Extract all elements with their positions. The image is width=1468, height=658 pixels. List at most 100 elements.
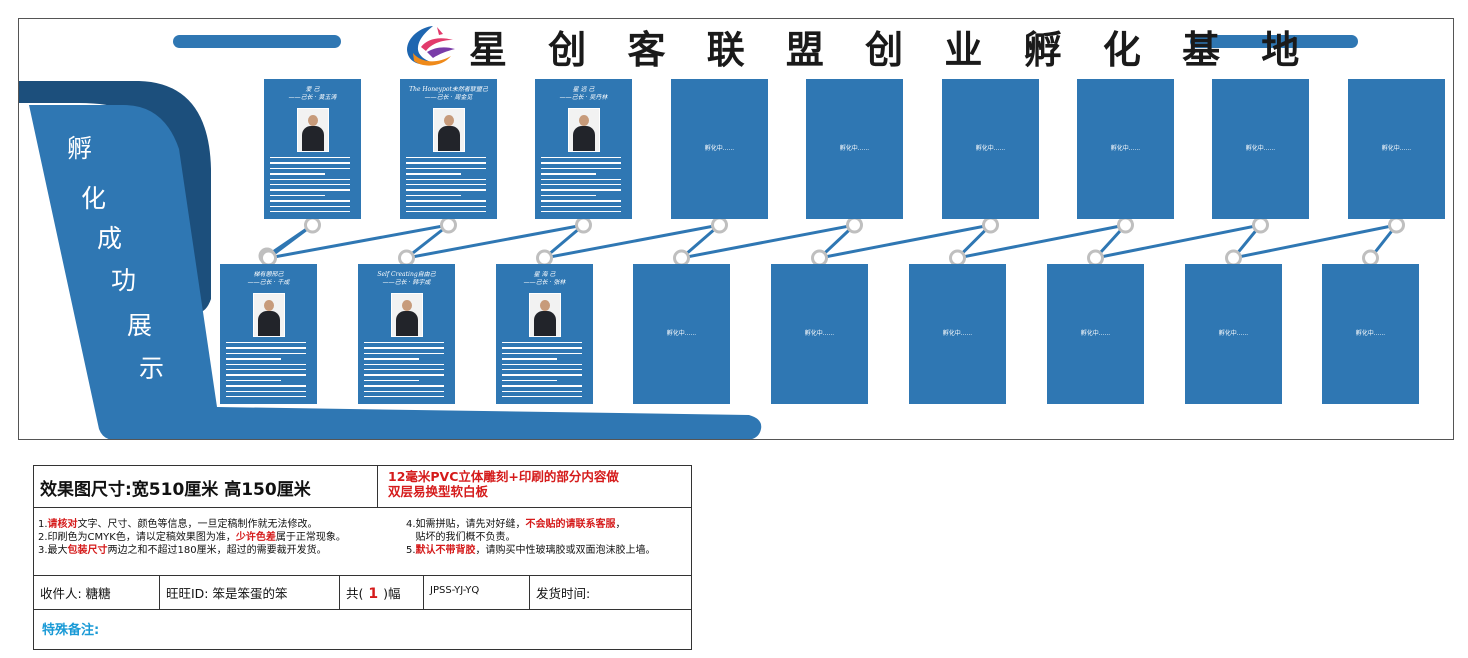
text-line [226,342,306,344]
note-1: 1.请核对文字、尺寸、颜色等信息，一旦定稿制作就无法修改。 [38,518,404,531]
text-line [541,194,596,197]
recipient: 收件人: 糖糖 [34,576,160,609]
display-panel-11: 星 海 己 ——己长 · 张林 [496,264,593,404]
text-line [270,194,325,197]
incubating-label: 孵化中...... [1110,145,1141,152]
timeline-node-13 [1117,216,1134,234]
text-line [226,368,306,371]
portrait-body [257,311,280,336]
text-line [270,200,350,202]
display-panel-15: 孵化中...... [1047,264,1144,404]
text-line [226,374,306,376]
text-line [406,183,486,186]
text-line [364,390,444,392]
note-1-pre: 1. [38,519,48,530]
portrait-photo [296,108,329,152]
text-line [364,385,444,387]
title-bar-left [173,35,341,48]
product-code: JPSS-YJ-YQ [424,576,530,609]
title-bar-right [1190,35,1358,48]
spec-row-notes: 1.请核对文字、尺寸、颜色等信息，一旦定稿制作就无法修改。 2.印刷色为CMYK… [34,508,691,576]
timeline-node-15 [1252,216,1269,234]
text-line [502,390,582,392]
portrait-photo [528,293,561,337]
text-line [226,347,306,349]
text-line [364,347,444,349]
text-line [364,358,419,360]
text-line [226,390,306,392]
text-line [541,173,596,175]
text-line [541,183,621,186]
text-line [364,395,444,398]
note-4: 4.如需拼贴，请先对好缝，不会贴的请联系客服， [406,518,691,531]
timeline-node-17 [1388,216,1405,234]
side-title-char-5: 示 [139,354,164,383]
display-panel-14: 孵化中...... [909,264,1006,404]
spec-row-size: 效果图尺寸:宽510厘米 高150厘米 12毫米PVC立体雕刻+印刷的部分内容做… [34,466,691,508]
text-line [406,178,486,180]
note-3-red: 包装尺寸 [67,545,108,556]
text-line [406,210,486,213]
text-line [270,157,350,159]
portrait-photo [432,108,465,152]
display-panel-12: 孵化中...... [633,264,730,404]
text-line [502,342,582,344]
panel-heading: 星 海 己 ——己长 · 张林 [523,271,566,286]
text-line [270,205,350,207]
text-line [502,374,582,376]
text-line [541,167,621,170]
display-panel-1: The Honeypot未然者联盟己 ——己长 · 周金见 [400,79,497,219]
timeline-node-3 [440,216,457,234]
count-post: )幅 [383,586,401,601]
panel-heading: 星 远 己 ——己长 · 吴丹林 [559,86,608,101]
title-group: 星 创 客 联 盟 创 业 孵 化 基 地 [399,21,1314,72]
size-label: 效果图尺寸:宽510厘米 高150厘米 [34,466,378,507]
text-line [270,167,350,170]
display-panel-17: 孵化中...... [1322,264,1419,404]
text-line [406,194,461,197]
timeline-node-10 [811,249,828,267]
side-title-char-0: 孵 [67,134,92,163]
incubating-label: 孵化中...... [804,330,835,337]
note-2-pre: 2.印刷色为CMYK色，请以定稿效果图为准， [38,532,236,543]
material-note-line1: 12毫米PVC立体雕刻+印刷的部分内容做 [388,469,619,484]
timeline-node-1 [304,216,321,234]
note-4b-pre: 贴坏的我们概不负责。 [406,532,516,543]
spec-table: 效果图尺寸:宽510厘米 高150厘米 12毫米PVC立体雕刻+印刷的部分内容做… [33,465,692,650]
timeline-node-2 [260,249,277,267]
incubating-label: 孵化中...... [1355,330,1386,337]
incubating-label: 孵化中...... [1381,145,1412,152]
portrait-body [437,126,460,151]
text-line [226,379,281,382]
print-count: 共(1)幅 [340,576,424,609]
incubating-label: 孵化中...... [704,145,735,152]
note-2: 2.印刷色为CMYK色，请以定稿效果图为准，少许色差属于正常现象。 [38,531,404,544]
text-line [364,368,444,371]
text-line [364,374,444,376]
panel-text-lines [364,342,449,398]
portrait-body [301,126,324,151]
display-panel-16: 孵化中...... [1185,264,1282,404]
wangwang-id: 旺旺ID: 笨是笨蛋的笨 [160,576,340,609]
side-title-char-2: 成 [97,224,122,253]
panel-text-lines [541,157,626,213]
text-line [406,189,486,191]
ship-time: 发货时间: [536,586,591,601]
display-panel-0: 爱 己 ——己长 · 黄玉涛 [264,79,361,219]
text-line [270,178,350,180]
incubating-label: 孵化中...... [942,330,973,337]
text-line [541,205,621,207]
note-2-red: 少许色差 [235,532,276,543]
note-5-red: 默认不带背胶 [415,545,476,556]
incubating-label: 孵化中...... [839,145,870,152]
panel-heading: 爱 己 ——己长 · 黄玉涛 [288,86,337,101]
side-title-char-3: 功 [111,266,136,295]
text-line [502,379,557,382]
spec-row-remarks: 特殊备注: [34,610,691,650]
incubating-label: 孵化中...... [1080,330,1111,337]
page-title: 星 创 客 联 盟 创 业 孵 化 基 地 [469,27,1314,72]
note-2-post: 属于正常现象。 [275,532,346,543]
timeline-node-5 [575,216,592,234]
text-line [406,167,486,170]
remarks-label: 特殊备注: [42,623,100,638]
